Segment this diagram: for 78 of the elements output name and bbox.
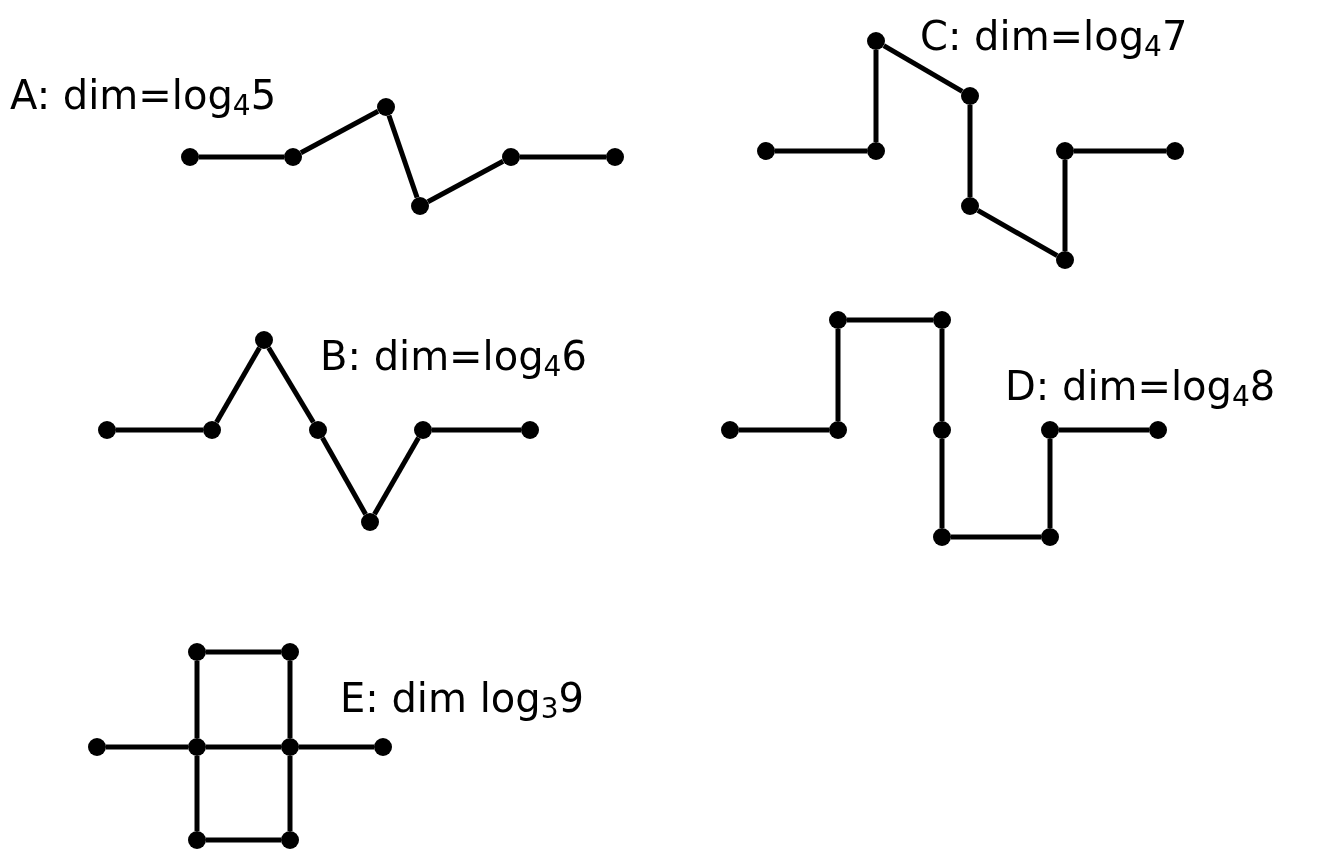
vertex-dot <box>867 32 885 50</box>
line-segment <box>266 346 316 424</box>
vertex-dot <box>961 197 979 215</box>
line-segment <box>299 744 374 750</box>
vertex-dot <box>829 421 847 439</box>
vertex-dot <box>188 643 206 661</box>
line-segment <box>1047 439 1053 528</box>
line-segment <box>1059 427 1149 433</box>
vertex-dot <box>281 831 299 849</box>
vertex-dot <box>181 148 199 166</box>
vertex-dot <box>502 148 520 166</box>
vertex-dot <box>284 148 302 166</box>
line-segment <box>939 329 945 421</box>
line-segment <box>739 427 829 433</box>
vertex-dot <box>281 643 299 661</box>
vertex-dot <box>829 311 847 329</box>
vertex-dot <box>606 148 624 166</box>
vertex-dot <box>88 738 106 756</box>
dimension-formula: D: dim=log$_{4}$8 <box>1005 366 1276 411</box>
vertex-dot <box>933 311 951 329</box>
line-segment <box>432 427 521 433</box>
vertex-dot <box>961 87 979 105</box>
vertex-dot <box>721 421 739 439</box>
dimension-formula: C: dim=log$_{4}$7 <box>920 16 1188 61</box>
vertex-dot <box>1149 421 1167 439</box>
line-segment <box>199 154 284 160</box>
line-segment <box>1074 148 1166 154</box>
vertex-dot <box>203 421 221 439</box>
vertex-dot <box>361 513 379 531</box>
line-segment <box>320 436 368 516</box>
line-segment <box>835 329 841 421</box>
line-segment <box>426 159 505 204</box>
vertex-dot <box>255 331 273 349</box>
line-segment <box>372 436 421 516</box>
line-segment <box>976 208 1059 258</box>
line-segment <box>194 661 200 738</box>
vertex-dot <box>1041 421 1059 439</box>
line-segment <box>967 105 973 197</box>
vertex-dot <box>281 738 299 756</box>
line-segment <box>116 427 203 433</box>
vertex-dot <box>1041 528 1059 546</box>
line-segment <box>194 756 200 831</box>
line-segment <box>847 317 933 323</box>
vertex-dot <box>1056 251 1074 269</box>
line-segment <box>287 756 293 831</box>
vertex-dot <box>414 421 432 439</box>
line-segment <box>951 534 1041 540</box>
dimension-formula: A: dim=log$_{4}$5 <box>10 75 277 120</box>
vertex-dot <box>1056 142 1074 160</box>
vertex-dot <box>98 421 116 439</box>
line-segment <box>939 439 945 528</box>
line-segment <box>775 148 867 154</box>
line-segment <box>873 50 879 142</box>
vertex-dot <box>188 831 206 849</box>
vertex-dot <box>411 197 429 215</box>
line-segment <box>206 744 281 750</box>
vertex-dot <box>933 528 951 546</box>
vertex-dot <box>374 738 392 756</box>
line-segment <box>206 649 281 655</box>
dimension-formula: B: dim=log$_{4}$6 <box>320 336 587 381</box>
line-segment <box>882 43 964 94</box>
vertex-dot <box>309 421 327 439</box>
line-segment <box>386 114 420 199</box>
vertex-dot <box>867 142 885 160</box>
line-segment <box>214 346 262 424</box>
line-segment <box>520 154 606 160</box>
vertex-dot <box>188 738 206 756</box>
vertex-dot <box>757 142 775 160</box>
dimension-formula: E: dim log$_{3}$9 <box>340 678 584 723</box>
line-segment <box>287 661 293 738</box>
vertex-dot <box>1166 142 1184 160</box>
line-segment <box>1062 160 1068 251</box>
line-segment <box>206 837 281 843</box>
vertex-dot <box>521 421 539 439</box>
line-segment <box>299 109 380 155</box>
vertex-dot <box>933 421 951 439</box>
line-segment <box>106 744 188 750</box>
vertex-dot <box>377 98 395 116</box>
